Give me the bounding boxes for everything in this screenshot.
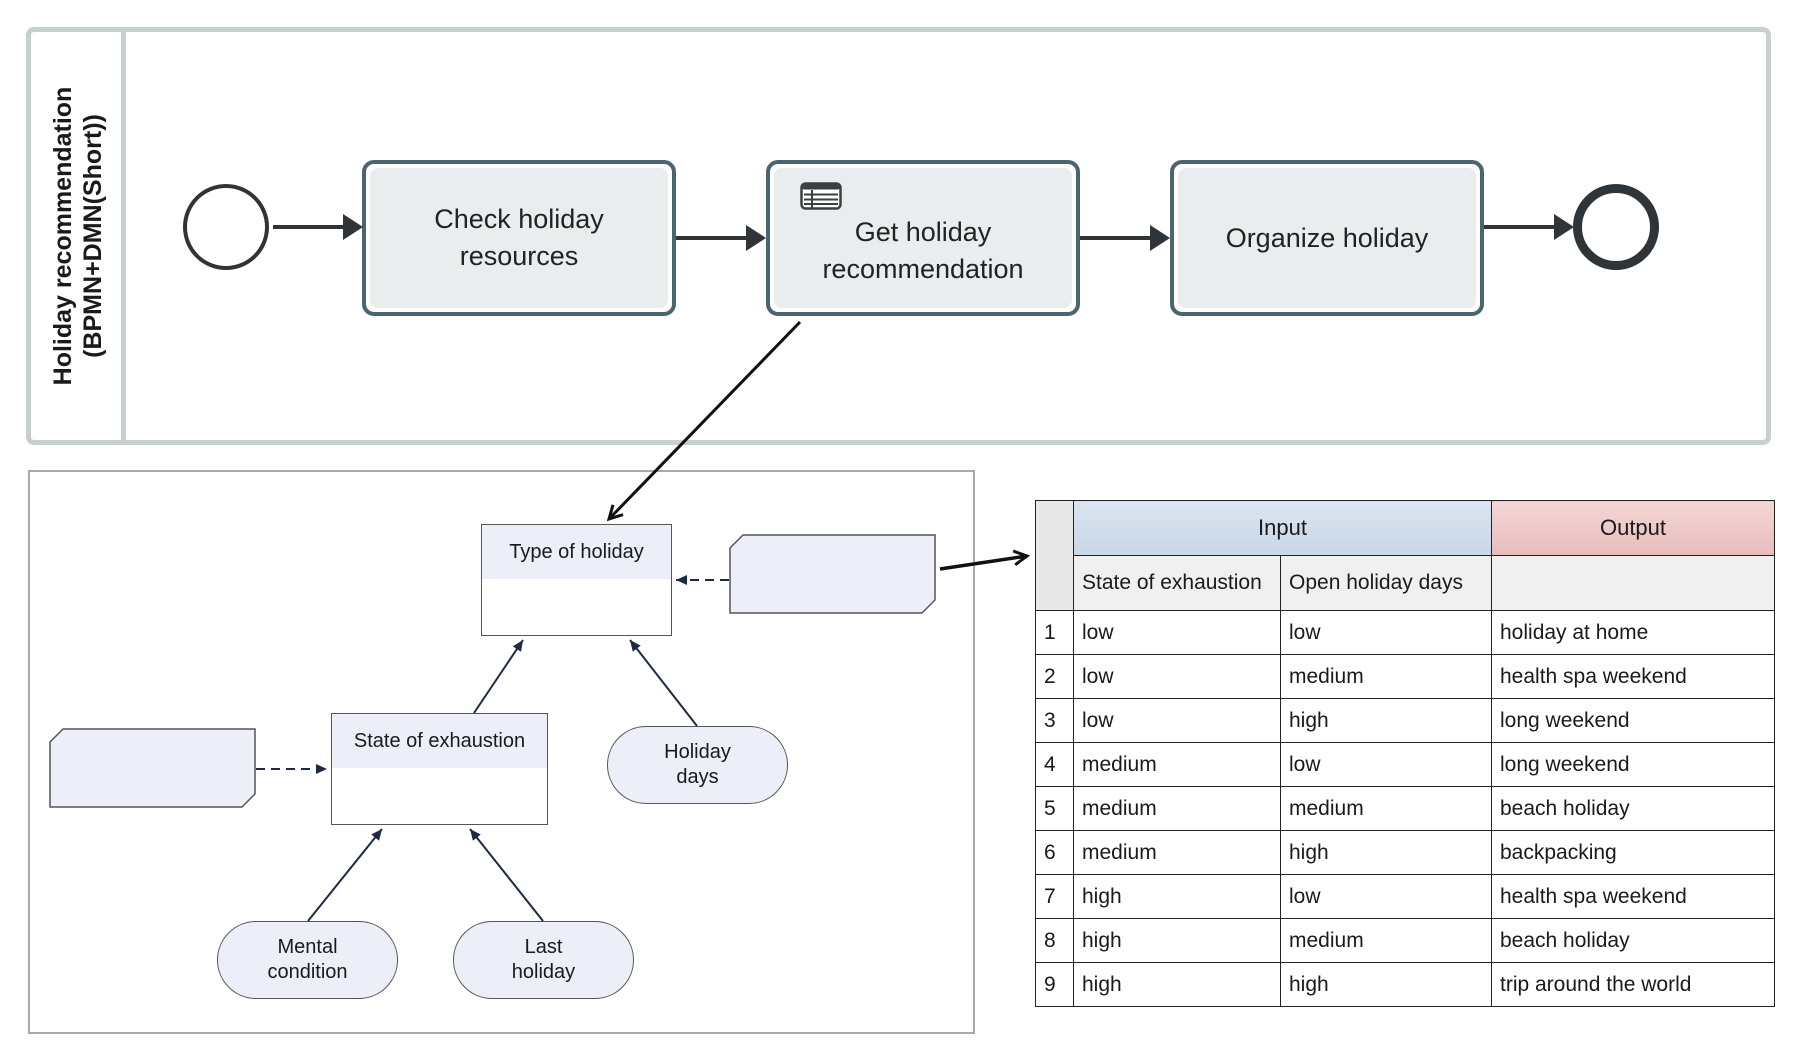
dt-cell-holiday-days: high (1280, 830, 1492, 875)
dt-cell-output: health spa weekend (1491, 654, 1775, 699)
input-data-mental-condition[interactable]: Mental condition (217, 921, 398, 999)
dt-cell-output: beach holiday (1491, 786, 1775, 831)
dt-cell-exhaustion: low (1073, 654, 1281, 699)
lane-label: Holiday recommendation (BPMN+DMN(Short)) (31, 32, 126, 440)
dt-cell-exhaustion: low (1073, 610, 1281, 655)
dt-row-number: 7 (1035, 874, 1074, 919)
dt-cell-exhaustion: medium (1073, 830, 1281, 875)
ks-holiday-recommendation-line2: recommendation (758, 575, 907, 597)
input-mental-condition-line2: condition (267, 961, 348, 983)
dt-cell-holiday-days: medium (1280, 918, 1492, 963)
task-organize-label: Organize holiday (1225, 222, 1429, 253)
task-organize-holiday[interactable]: Organize holiday (1170, 160, 1484, 316)
dt-cell-exhaustion: high (1073, 918, 1281, 963)
task-get-label-line2: recommendation (822, 254, 1024, 284)
input-last-holiday-line2: holiday (511, 961, 576, 983)
input-holiday-days-line1: Holiday (664, 741, 731, 763)
lane-title-line2: (BPMN+DMN(Short)) (79, 114, 107, 358)
knowledge-source-categorization[interactable]: Categorization (50, 729, 255, 807)
dt-cell-output: long weekend (1491, 698, 1775, 743)
knowledge-source-holiday-recommendation[interactable]: Holiday recommendation (730, 535, 935, 613)
dt-column-header-row: State of exhaustion Open holiday days (1036, 555, 1775, 611)
decision-table: Input Output State of exhaustion Open ho… (1035, 500, 1775, 1007)
dt-row-number: 8 (1035, 918, 1074, 963)
decision-state-of-exhaustion[interactable]: State of exhaustion (331, 713, 548, 825)
end-event-circle[interactable] (1573, 184, 1659, 270)
dt-cell-exhaustion: high (1073, 874, 1281, 919)
table-icon (800, 182, 842, 210)
dt-row-number: 3 (1035, 698, 1074, 743)
dt-group-header-row: Input Output (1035, 500, 1775, 611)
dt-cell-exhaustion: medium (1073, 786, 1281, 831)
input-mental-condition-line1: Mental (277, 936, 338, 958)
dt-cell-holiday-days: high (1280, 962, 1492, 1007)
dt-cell-output: trip around the world (1491, 962, 1775, 1007)
dt-col-output-empty (1491, 555, 1775, 611)
dt-cell-holiday-days: low (1280, 874, 1492, 919)
dt-row-number: 1 (1035, 610, 1074, 655)
dt-cell-output: beach holiday (1491, 918, 1775, 963)
dt-output-header: Output (1491, 500, 1775, 556)
dt-cell-holiday-days: low (1280, 742, 1492, 787)
start-event-circle[interactable] (183, 184, 269, 270)
dt-cell-holiday-days: high (1280, 698, 1492, 743)
ks-categorization-label: Categorization (88, 756, 217, 779)
decision-state-of-exhaustion-label: State of exhaustion (332, 714, 547, 768)
dt-cell-holiday-days: medium (1280, 654, 1492, 699)
dt-corner-cell (1035, 500, 1074, 611)
dt-col-state-of-exhaustion: State of exhaustion (1073, 555, 1281, 611)
input-data-holiday-days[interactable]: Holiday days (607, 726, 788, 804)
dt-cell-holiday-days: low (1280, 610, 1492, 655)
dt-cell-output: long weekend (1491, 742, 1775, 787)
ks-holiday-recommendation-line1: Holiday (799, 550, 866, 572)
dt-cell-output: health spa weekend (1491, 874, 1775, 919)
decision-type-of-holiday[interactable]: Type of holiday (481, 524, 672, 636)
task-get-holiday-recommendation[interactable]: Get holiday recommendation (766, 160, 1080, 316)
input-data-last-holiday[interactable]: Last holiday (453, 921, 634, 999)
task-check-label-line1: Check holiday (434, 204, 604, 234)
dt-row-number: 9 (1035, 962, 1074, 1007)
dt-row-number: 5 (1035, 786, 1074, 831)
input-last-holiday-line1: Last (524, 936, 563, 958)
dt-cell-output: holiday at home (1491, 610, 1775, 655)
dt-cell-exhaustion: medium (1073, 742, 1281, 787)
dt-row-number: 6 (1035, 830, 1074, 875)
dt-cell-holiday-days: medium (1280, 786, 1492, 831)
task-get-holiday-recommendation-body: Get holiday recommendation (774, 168, 1072, 308)
decision-type-of-holiday-label: Type of holiday (482, 525, 671, 579)
dt-cell-output: backpacking (1491, 830, 1775, 875)
dt-cell-exhaustion: high (1073, 962, 1281, 1007)
task-organize-holiday-body: Organize holiday (1178, 168, 1476, 308)
dt-row-number: 2 (1035, 654, 1074, 699)
dt-input-header: Input (1073, 500, 1492, 556)
task-check-holiday-resources[interactable]: Check holiday resources (362, 160, 676, 316)
dt-row-number: 4 (1035, 742, 1074, 787)
input-holiday-days-line2: days (676, 766, 719, 788)
task-check-label-line2: resources (459, 241, 579, 271)
task-get-label-line1: Get holiday (854, 217, 992, 247)
dt-col-open-holiday-days: Open holiday days (1280, 555, 1492, 611)
lane-title-line1: Holiday recommendation (49, 86, 77, 386)
task-check-holiday-resources-body: Check holiday resources (370, 168, 668, 308)
lane-title: Holiday recommendation (BPMN+DMN(Short)) (48, 87, 108, 386)
dt-cell-exhaustion: low (1073, 698, 1281, 743)
